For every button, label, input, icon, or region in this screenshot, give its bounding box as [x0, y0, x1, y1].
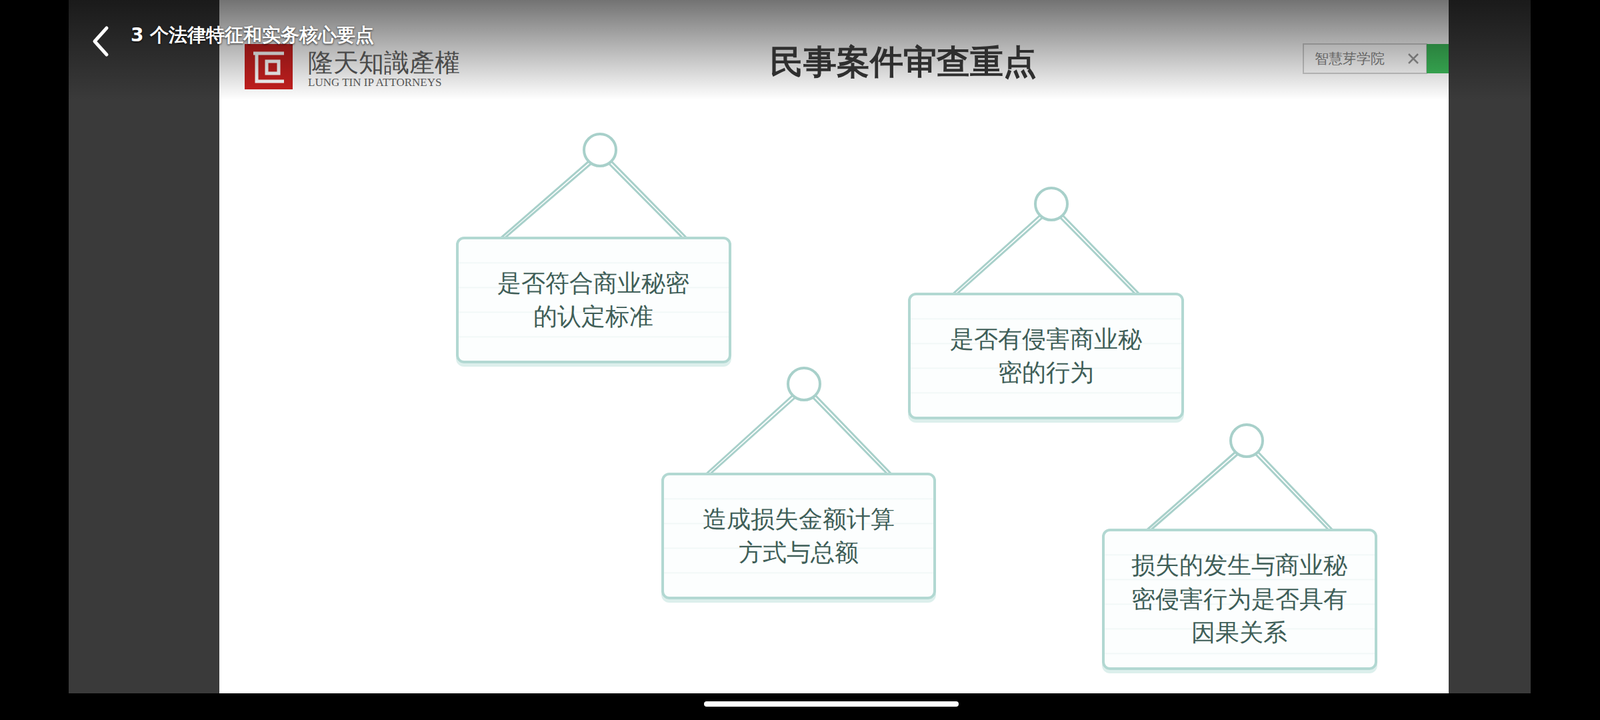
side-panel — [68, 0, 220, 694]
search-text: 智慧芽学院 — [1314, 50, 1385, 68]
logo-subtitle: LUNG TIN IP ATTORNEYS — [308, 76, 442, 90]
hanging-board: 损失的发生与商业秘 密侵害行为是否具有 因果关系 — [1102, 528, 1378, 670]
home-indicator — [704, 701, 959, 707]
side-panel — [1448, 0, 1531, 694]
slide — [219, 0, 1449, 694]
board-text: 是否符合商业秘密 的认定标准 — [494, 266, 694, 334]
hanging-board: 是否符合商业秘密 的认定标准 — [456, 236, 732, 364]
back-chevron — [94, 28, 107, 55]
hanging-board: 造成损失金额计算 方式与总额 — [661, 472, 936, 600]
board-text: 是否有侵害商业秘 密的行为 — [946, 322, 1146, 390]
board-text: 造成损失金额计算 方式与总额 — [699, 502, 899, 570]
logo-name: 隆天知識產權 — [308, 48, 460, 79]
top-shade — [0, 0, 1600, 100]
hanging-board: 是否有侵害商业秘 密的行为 — [908, 292, 1184, 420]
slide-title: 民事案件审查重点 — [770, 40, 1037, 85]
video-title: 3 个法律特征和实务核心要点 — [130, 24, 374, 47]
board-text: 损失的发生与商业秘 密侵害行为是否具有 因果关系 — [1128, 548, 1352, 650]
